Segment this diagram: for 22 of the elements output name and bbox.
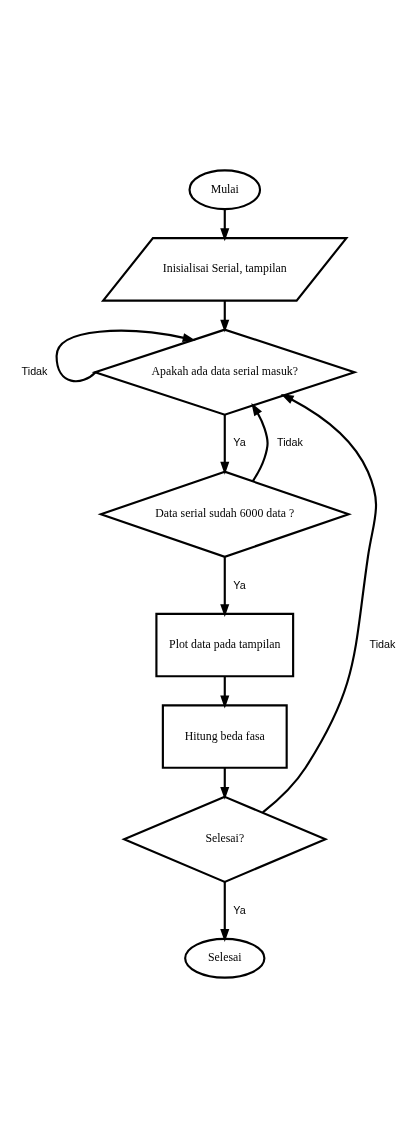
arrow [251,402,269,482]
arrow [262,393,378,813]
edge-label: Tidak [369,637,396,650]
arrow [220,767,230,800]
arrow [220,300,230,333]
node-box: Plot data pada tampilan [155,612,295,677]
node-ellipse: Mulai [188,168,262,210]
edge-label: Tidak [21,364,48,377]
arrow [55,329,196,382]
node-diamond: Data serial sudah 6000 data ? [97,470,352,558]
arrow [220,675,230,708]
node-ellipse: Selesai [184,937,266,979]
node-box: Hitung beda fasa [161,703,288,769]
arrow [220,414,230,475]
edge-label: Ya [233,903,246,916]
edge-label: Ya [233,578,246,591]
arrow [220,208,230,241]
edge-label: Tidak [276,435,303,448]
arrow [220,556,230,617]
node-diamond: Selesai? [121,795,329,883]
edge-label: Ya [233,435,246,448]
arrow [220,881,230,942]
